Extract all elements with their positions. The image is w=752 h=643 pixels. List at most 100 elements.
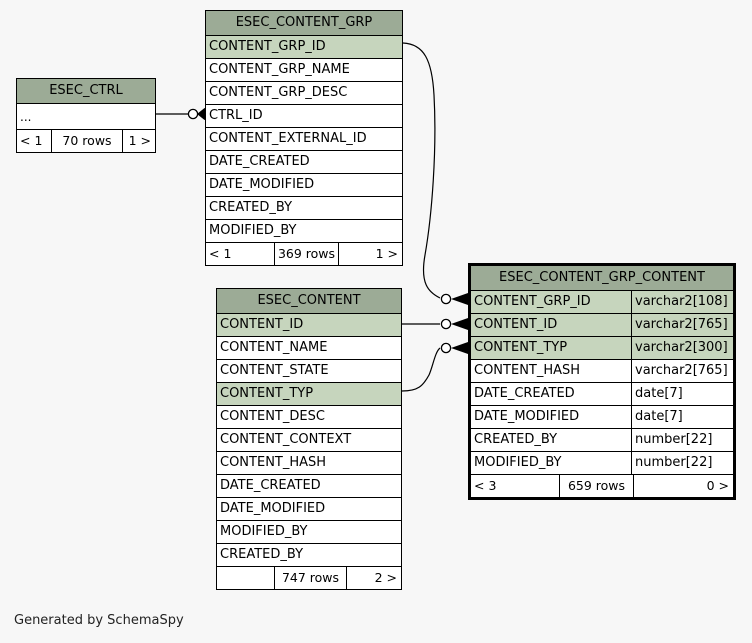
column-name: CONTENT_GRP_ID xyxy=(474,294,591,309)
column-name: CONTENT_HASH xyxy=(474,363,581,378)
table-row[interactable]: CONTENT_CONTEXT xyxy=(217,429,401,452)
table-row[interactable]: CONTENT_TYP xyxy=(217,383,401,406)
table-row[interactable]: CREATED_BY xyxy=(217,544,401,567)
table-row[interactable]: DATE_MODIFIED date[7] xyxy=(471,406,733,429)
footer-prev-count[interactable]: < 3 xyxy=(474,478,497,493)
table-esec-content-grp[interactable]: ESEC_CONTENT_GRP CONTENT_GRP_ID CONTENT_… xyxy=(205,10,403,266)
edge-content-typ-to-junction xyxy=(401,347,441,392)
column-name: DATE_MODIFIED xyxy=(220,501,326,516)
column-name: DATE_CREATED xyxy=(220,478,321,493)
column-name: CONTENT_GRP_ID xyxy=(209,39,326,54)
footer-next-count[interactable]: 1 > xyxy=(128,133,151,148)
table-row[interactable]: MODIFIED_BY number[22] xyxy=(471,452,733,475)
zero-circle-icon xyxy=(187,108,199,120)
table-row[interactable]: CONTENT_GRP_NAME xyxy=(206,59,402,82)
footer-row-count: 659 rows xyxy=(559,475,634,497)
table-row[interactable]: CONTENT_NAME xyxy=(217,337,401,360)
table-esec-content[interactable]: ESEC_CONTENT CONTENT_ID CONTENT_NAME CON… xyxy=(216,288,402,590)
table-row[interactable]: DATE_CREATED xyxy=(206,151,402,174)
column-name: CONTENT_DESC xyxy=(220,409,325,424)
crowsfoot-fill-icon xyxy=(451,293,468,305)
footer-row-count: 369 rows xyxy=(274,243,339,265)
table-row[interactable]: CREATED_BY xyxy=(206,197,402,220)
column-name: CONTENT_CONTEXT xyxy=(220,432,352,447)
column-name: CONTENT_ID xyxy=(220,317,304,332)
table-footer: 747 rows 2 > xyxy=(217,567,401,589)
table-row[interactable]: MODIFIED_BY xyxy=(206,220,402,243)
table-row[interactable]: CREATED_BY number[22] xyxy=(471,429,733,452)
table-row[interactable]: CONTENT_STATE xyxy=(217,360,401,383)
footer-next-count[interactable]: 1 > xyxy=(375,246,398,261)
table-row[interactable]: DATE_CREATED xyxy=(217,475,401,498)
column-name: CONTENT_GRP_NAME xyxy=(209,62,350,77)
column-type: varchar2[765] xyxy=(631,360,733,382)
column-name: CREATED_BY xyxy=(474,432,558,447)
table-row[interactable]: CONTENT_EXTERNAL_ID xyxy=(206,128,402,151)
zero-circle-icon xyxy=(440,342,452,354)
column-type: varchar2[765] xyxy=(631,314,733,336)
table-title[interactable]: ESEC_CONTENT_GRP xyxy=(206,11,402,36)
table-row[interactable]: CONTENT_GRP_DESC xyxy=(206,82,402,105)
column-name: CREATED_BY xyxy=(209,200,293,215)
table-row[interactable]: CONTENT_HASH xyxy=(217,452,401,475)
table-row[interactable]: CONTENT_DESC xyxy=(217,406,401,429)
column-type: varchar2[300] xyxy=(631,337,733,359)
column-name: CTRL_ID xyxy=(209,108,263,123)
column-name: CONTENT_ID xyxy=(474,317,558,332)
footer-prev-count[interactable]: < 1 xyxy=(20,133,43,148)
table-title[interactable]: ESEC_CONTENT xyxy=(217,289,401,314)
footer-prev-count[interactable] xyxy=(217,567,274,589)
table-row[interactable]: CTRL_ID xyxy=(206,105,402,128)
table-row[interactable]: CONTENT_HASH varchar2[765] xyxy=(471,360,733,383)
column-name: CONTENT_TYP xyxy=(474,340,568,355)
column-name: CONTENT_TYP xyxy=(220,386,314,401)
column-type: date[7] xyxy=(631,406,733,428)
column-name: DATE_MODIFIED xyxy=(209,177,315,192)
table-row[interactable]: CONTENT_ID varchar2[765] xyxy=(471,314,733,337)
generated-by-caption: Generated by SchemaSpy xyxy=(14,613,184,628)
table-footer: < 1 369 rows 1 > xyxy=(206,243,402,265)
column-name: CONTENT_HASH xyxy=(220,455,327,470)
column-name: CONTENT_GRP_DESC xyxy=(209,85,348,100)
footer-prev-count[interactable]: < 1 xyxy=(209,246,232,261)
column-type: number[22] xyxy=(631,452,733,474)
table-title[interactable]: ESEC_CONTENT_GRP_CONTENT xyxy=(471,266,733,291)
table-row[interactable]: MODIFIED_BY xyxy=(217,521,401,544)
column-name: DATE_CREATED xyxy=(209,154,310,169)
column-name: CREATED_BY xyxy=(220,547,304,562)
column-name: CONTENT_NAME xyxy=(220,340,328,355)
column-name: CONTENT_STATE xyxy=(220,363,329,378)
crowsfoot-fill-icon xyxy=(198,108,205,120)
table-esec-content-grp-content[interactable]: ESEC_CONTENT_GRP_CONTENT CONTENT_GRP_ID … xyxy=(468,263,736,500)
footer-next-count[interactable]: 2 > xyxy=(374,570,397,585)
table-row[interactable]: CONTENT_GRP_ID varchar2[108] xyxy=(471,291,733,314)
column-name: MODIFIED_BY xyxy=(220,524,308,539)
crowsfoot-icon xyxy=(197,107,206,121)
table-row[interactable]: DATE_MODIFIED xyxy=(206,174,402,197)
table-row[interactable]: DATE_MODIFIED xyxy=(217,498,401,521)
column-name: DATE_MODIFIED xyxy=(474,409,580,424)
zero-circle-icon xyxy=(440,318,452,330)
footer-row-count: 747 rows xyxy=(274,567,347,589)
column-type: date[7] xyxy=(631,383,733,405)
table-footer: < 1 70 rows 1 > xyxy=(17,130,155,152)
column-name: ... xyxy=(20,110,32,124)
crowsfoot-fill-icon xyxy=(451,318,468,330)
table-esec-ctrl[interactable]: ESEC_CTRL ... < 1 70 rows 1 > xyxy=(16,78,156,153)
column-name: CONTENT_EXTERNAL_ID xyxy=(209,131,367,146)
table-footer: < 3 659 rows 0 > xyxy=(471,475,733,497)
table-title[interactable]: ESEC_CTRL xyxy=(17,79,155,104)
table-row[interactable]: CONTENT_ID xyxy=(217,314,401,337)
column-type: varchar2[108] xyxy=(631,291,733,313)
table-row[interactable]: CONTENT_TYP varchar2[300] xyxy=(471,337,733,360)
table-row[interactable]: ... xyxy=(17,104,155,130)
column-name: DATE_CREATED xyxy=(474,386,575,401)
column-type: number[22] xyxy=(631,429,733,451)
footer-next-count[interactable]: 0 > xyxy=(706,478,729,493)
table-row[interactable]: DATE_CREATED date[7] xyxy=(471,383,733,406)
crowsfoot-fill-icon xyxy=(451,342,468,354)
footer-row-count: 70 rows xyxy=(51,130,123,152)
column-name: MODIFIED_BY xyxy=(474,455,562,470)
table-row[interactable]: CONTENT_GRP_ID xyxy=(206,36,402,59)
